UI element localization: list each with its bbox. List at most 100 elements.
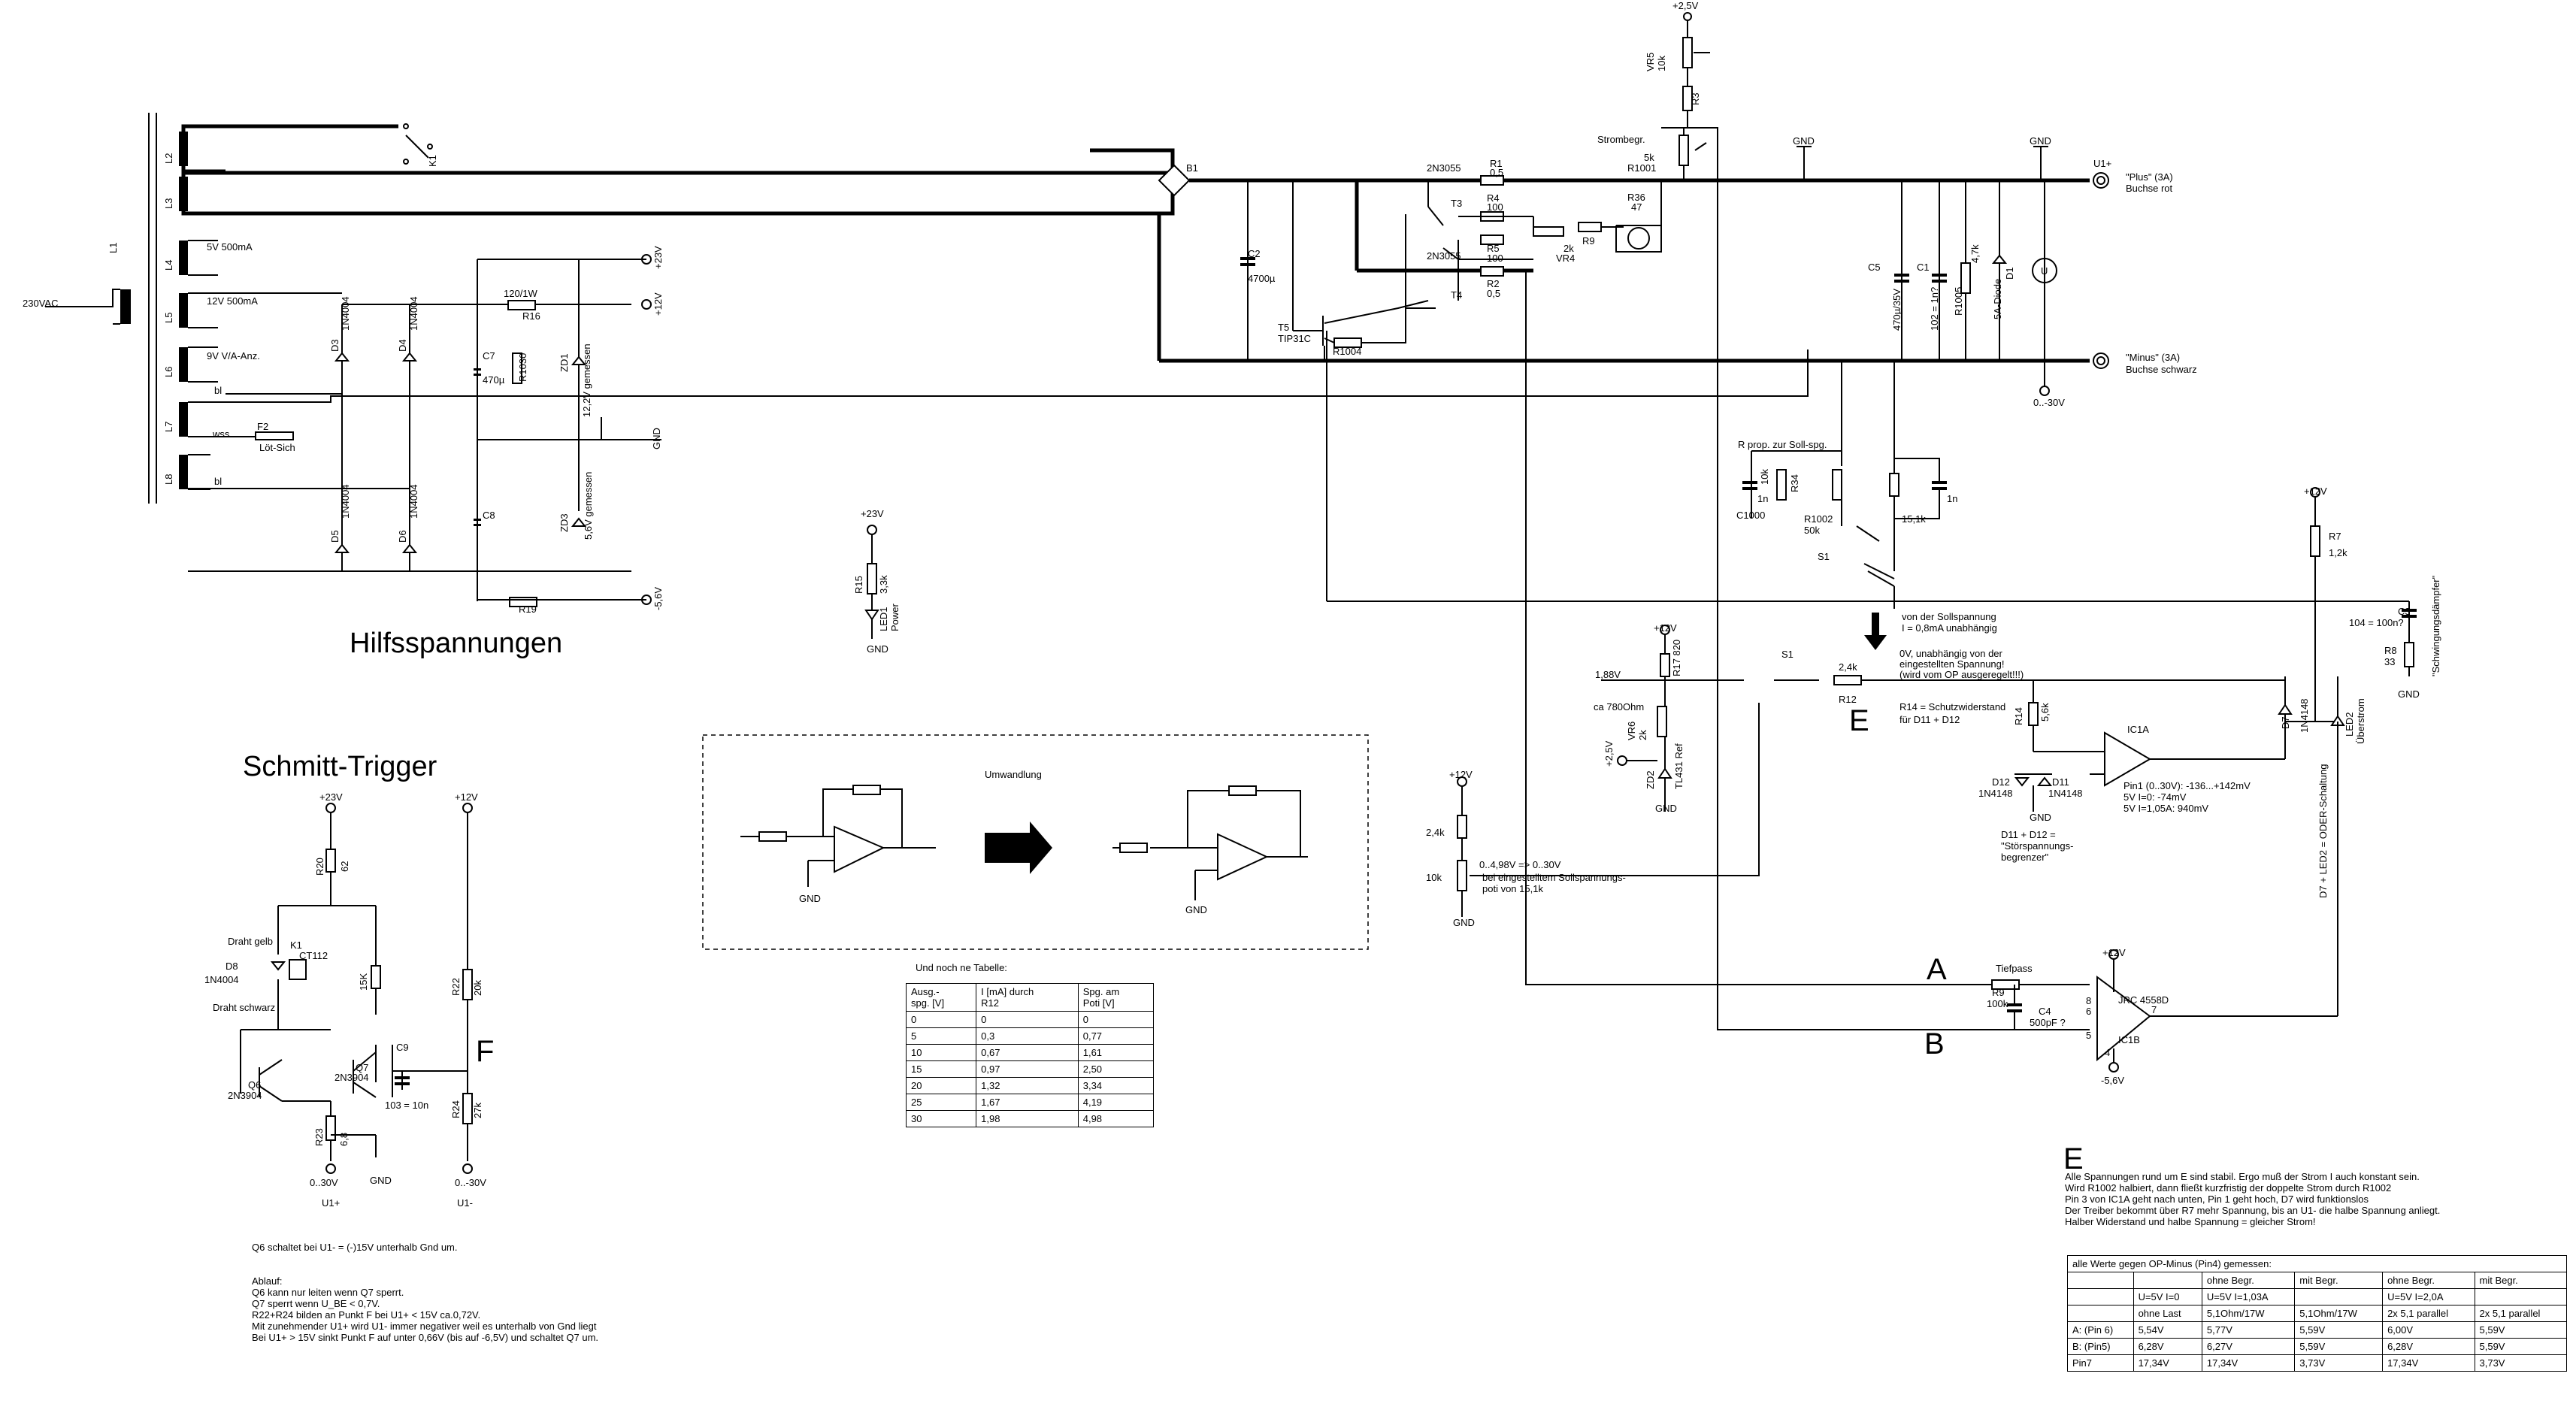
t4-label: 2N3055 — [1427, 250, 1461, 262]
zd2t-label: TL431 Ref — [1673, 743, 1685, 789]
r1v-label: 0,5 — [1490, 167, 1503, 178]
m56-label: -5,6V — [2101, 1075, 2124, 1086]
table-cell: 5,1Ohm/17W — [2294, 1305, 2384, 1322]
r3-label: R3 — [1690, 92, 1701, 105]
aux-supply: D3 1N4004 D4 1N4004 D5 1N4004 D6 1N4004 … — [188, 246, 901, 655]
r34-label: R34 — [1789, 474, 1800, 492]
r14n1-label: R14 = Schutzwiderstand — [1899, 701, 2005, 712]
vr5-label: VR5 — [1645, 53, 1656, 71]
umwandlung-title: Umwandlung — [985, 769, 1042, 780]
r1005-label: R1005 — [1953, 287, 1964, 316]
strombegr-label: Strombegr. — [1597, 134, 1645, 145]
table-cell — [2474, 1288, 2567, 1305]
oder-label: D7 + LED2 = ODER-Schaltung — [2317, 764, 2329, 898]
zd3-label: ZD3 — [558, 513, 570, 532]
div3-label: poti von 15,1k — [1482, 883, 1543, 894]
table-cell: 5,54V — [2133, 1321, 2202, 1339]
table-cell: 0,97 — [976, 1060, 1079, 1078]
ov1-label: 0V, unabhängig von der — [1899, 648, 2003, 659]
k1s-label: K1 — [290, 939, 302, 951]
d3t-label: 1N4004 — [340, 296, 351, 331]
c8-label: C8 — [483, 510, 495, 521]
r20v-label: 62 — [339, 861, 350, 872]
ov2-label: eingestellten Spannung! — [1899, 658, 2005, 670]
st-o30b-label: 0..-30V — [455, 1177, 486, 1188]
table-cell: 5,77V — [2201, 1321, 2296, 1339]
l2-label: L2 — [163, 153, 174, 164]
u1m-label: U1- — [457, 1197, 473, 1209]
st-p23-label: +23V — [319, 791, 343, 803]
tief-label: Tiefpass — [1996, 963, 2033, 974]
table-cell: B: (Pin5) — [2067, 1338, 2134, 1355]
u1p-label: U1+ — [322, 1197, 340, 1209]
table-cell: 17,34V — [2133, 1354, 2202, 1372]
table-cell: 2x 5,1 parallel — [2382, 1305, 2475, 1322]
r16-label: R16 — [522, 310, 540, 322]
led-gnd-label: GND — [867, 643, 888, 655]
schwing-label: "Schwingungsdämpfer" — [2430, 575, 2441, 676]
table-cell: 0 — [1077, 1011, 1155, 1028]
ablauf-note: Ablauf: Q6 kann nur leiten wenn Q7 sperr… — [252, 1275, 599, 1343]
r15-label: R15 — [853, 576, 864, 594]
table-cell — [2067, 1272, 2134, 1289]
table-cell — [2294, 1288, 2384, 1305]
mains-label: 230VAC — [23, 298, 58, 309]
d7-label: D7 — [2280, 716, 2291, 729]
pin3-label: 5V I=1,05A: 940mV — [2123, 803, 2208, 814]
led1-label: LED1 — [878, 607, 889, 631]
t5t-label: TIP31C — [1278, 333, 1311, 344]
d1-label: D1 — [2004, 267, 2015, 280]
r1004-label: R1004 — [1333, 346, 1361, 357]
rprop-label: R prop. zur Soll-spg. — [1738, 439, 1827, 450]
s1-label: S1 — [1818, 551, 1830, 562]
table-cell: 10 — [905, 1044, 977, 1061]
table-cell: 5,59V — [2474, 1338, 2567, 1355]
d4t-label: 1N4004 — [408, 296, 419, 331]
d11-label: D11 — [2052, 776, 2069, 788]
r14v-label: 5,6k — [2039, 703, 2051, 722]
st-o30-label: 0..30V — [310, 1177, 338, 1188]
pin5-label: 5 — [2086, 1030, 2091, 1041]
p12-label: +12V — [652, 292, 664, 316]
o30-label: 0..-30V — [2033, 397, 2065, 408]
k1-label: K1 — [427, 155, 438, 167]
r17-label: R17 820 — [1671, 640, 1682, 676]
gnd2-label: GND — [2030, 135, 2051, 147]
table-cell: 3,73V — [2294, 1354, 2384, 1372]
c4-label: C4 — [2039, 1006, 2051, 1017]
table-cell: U=5V I=2,0A — [2382, 1288, 2475, 1305]
c7-label: C7 — [483, 350, 495, 362]
pin7-label: 7 — [2151, 1004, 2157, 1015]
table-cell: A: (Pin 6) — [2067, 1321, 2134, 1339]
table-header-cell: Spg. am Poti [V] — [1077, 983, 1155, 1012]
point-b-label: B — [1924, 1027, 1945, 1060]
r19-label: R19 — [519, 604, 537, 615]
power-stage: B1 C2 4700µ 2N3055 T3 2N3055 T4 R1 0,5 R… — [1157, 0, 2409, 602]
d12-label: D12 — [1992, 776, 2010, 788]
point-a-label: A — [1927, 953, 1947, 986]
d12t-label: 1N4148 — [1978, 788, 2013, 799]
p12r-label: +12V — [2304, 486, 2327, 497]
table-cell: 17,34V — [2382, 1354, 2475, 1372]
table-cell: 0,3 — [976, 1027, 1079, 1045]
table-cell: 30 — [905, 1110, 977, 1127]
table-cell: 5 — [905, 1027, 977, 1045]
table-cell: 2x 5,1 parallel — [2474, 1305, 2567, 1322]
c7v-label: 470µ — [483, 374, 505, 386]
table-cell: 6,28V — [2133, 1338, 2202, 1355]
minus3a-label: "Minus" (3A) — [2126, 352, 2180, 363]
d6-label: D6 — [397, 530, 408, 543]
q7-label: Q7 — [356, 1062, 368, 1073]
c5-label: C5 — [1868, 262, 1881, 273]
table-cell: 6,27V — [2201, 1338, 2296, 1355]
bl1-label: bl — [214, 385, 222, 396]
t5-label: T5 — [1278, 322, 1289, 333]
d8-label: D8 — [226, 961, 238, 972]
c1-label: C1 — [1917, 262, 1930, 273]
vr5v-label: 10k — [1656, 56, 1667, 71]
d8t-label: 1N4004 — [204, 974, 239, 985]
